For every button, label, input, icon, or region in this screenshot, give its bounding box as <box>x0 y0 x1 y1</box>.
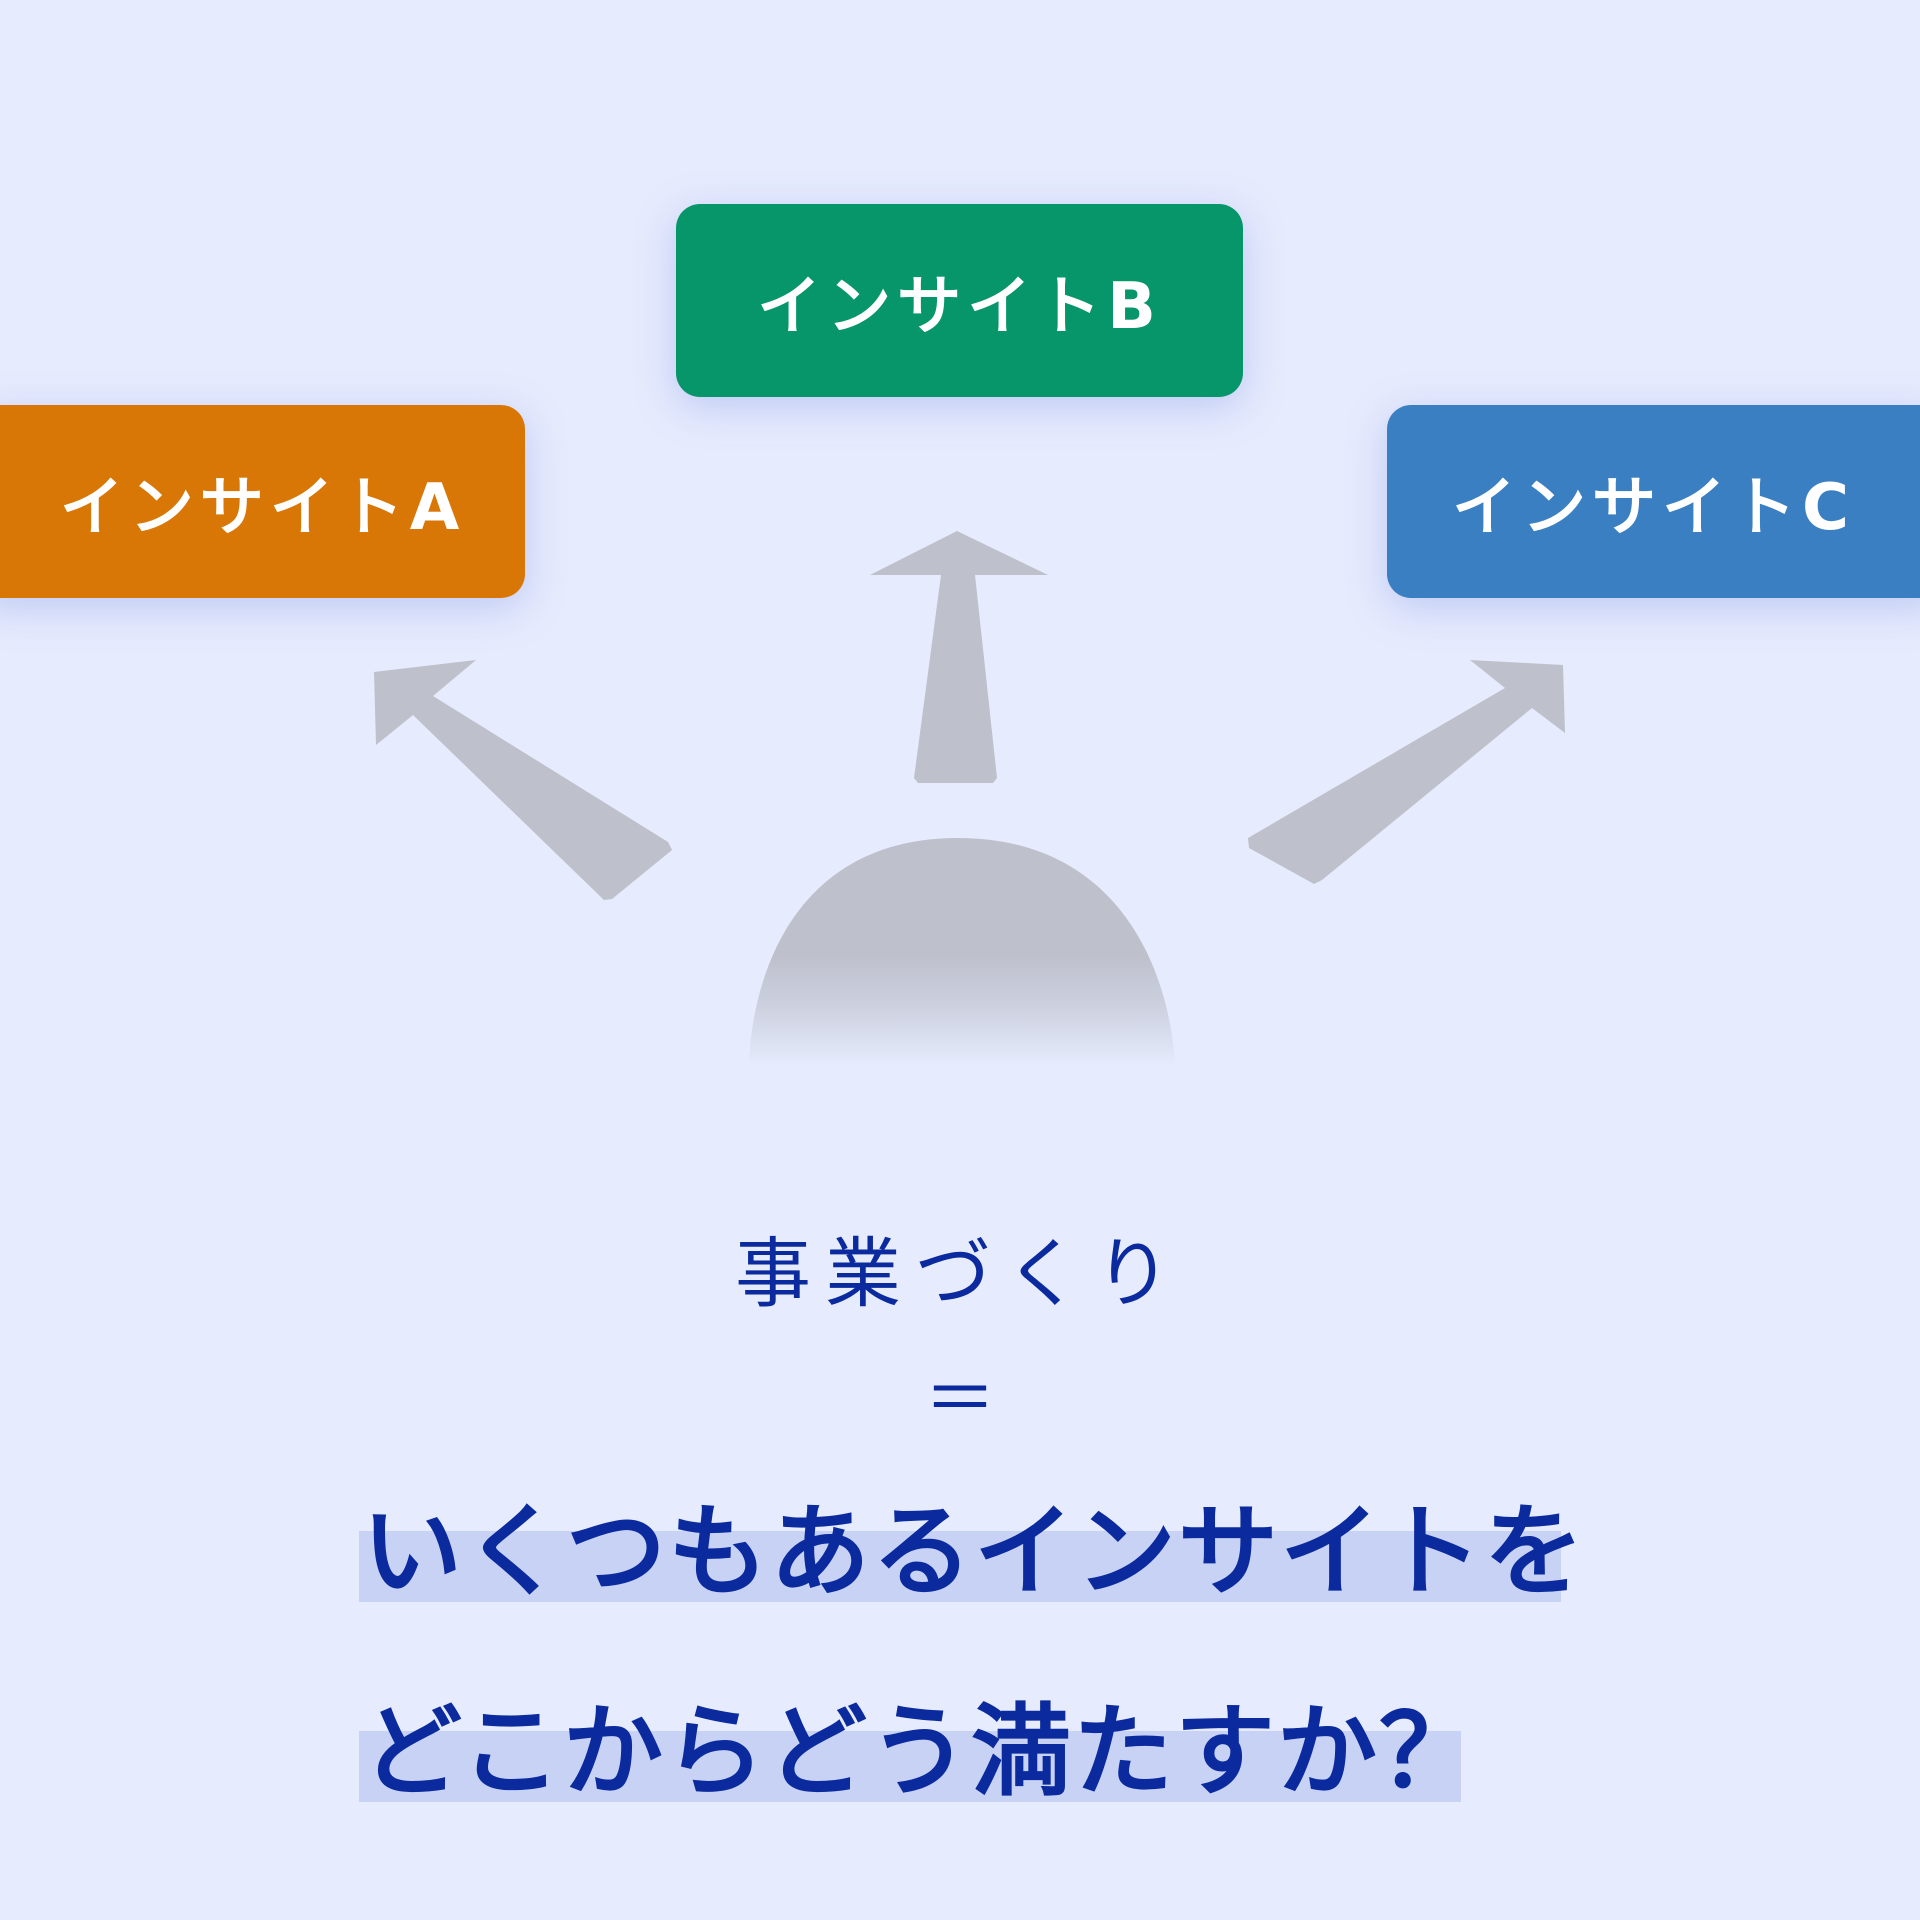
insight-a-label: インサイトA <box>59 470 466 545</box>
person-head-icon <box>749 838 1175 1065</box>
subject-text: 事業づくり <box>735 1229 1185 1318</box>
insight-c-box: インサイトC <box>1387 405 1920 598</box>
equals-sign: ＝ <box>923 1357 996 1441</box>
question-line-1: いくつもあるインサイトを <box>362 1493 1586 1610</box>
arrow-up-right-icon <box>1248 660 1565 884</box>
insight-b-label: インサイトB <box>757 269 1162 344</box>
arrow-up-left-icon <box>374 660 672 900</box>
arrow-up-icon <box>870 531 1048 783</box>
highlight-band-2 <box>359 1731 1461 1802</box>
question-line-2: どこからどう満たすか？ <box>362 1693 1481 1810</box>
insight-c-label: インサイトC <box>1452 470 1855 545</box>
insight-b-box: インサイトB <box>676 204 1243 397</box>
highlight-band-1 <box>359 1531 1561 1602</box>
insight-a-box: インサイトA <box>0 405 525 598</box>
